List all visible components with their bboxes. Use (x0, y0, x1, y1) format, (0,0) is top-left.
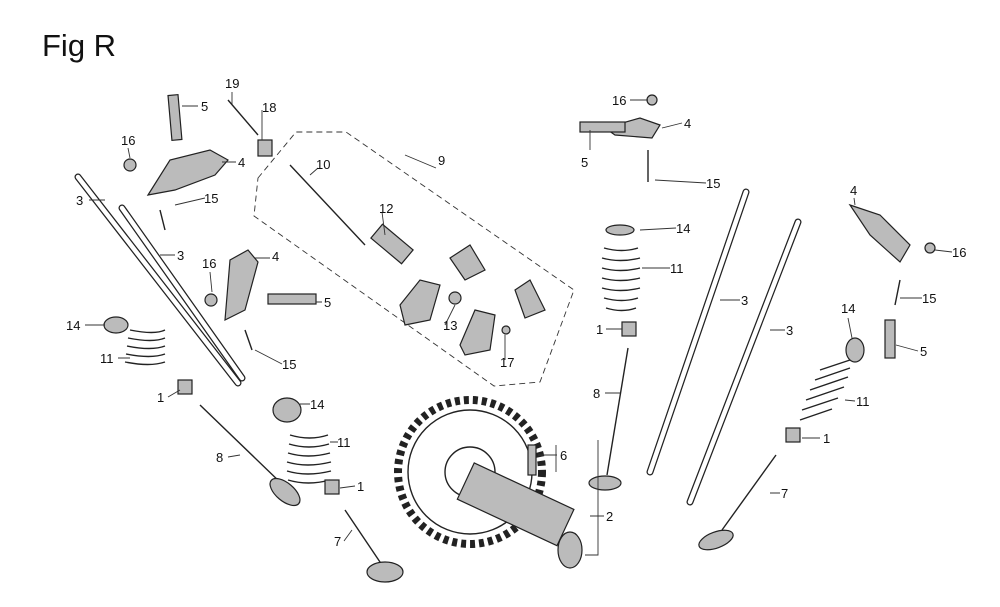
callout-19: 19 (225, 76, 239, 91)
callout-9: 9 (438, 153, 445, 168)
callout-3: 3 (786, 323, 793, 338)
rocker-arm-right (848, 203, 911, 263)
retainer-left (103, 316, 129, 334)
rocker-13-b (459, 309, 496, 356)
valve-right-2 (698, 454, 777, 551)
callout-1: 1 (823, 431, 830, 446)
valve-left-2 (344, 509, 404, 583)
callout-3: 3 (177, 248, 184, 263)
valve-spring-right-2 (799, 359, 851, 421)
pivot-pin-mid (267, 293, 317, 305)
callout-16: 16 (612, 93, 626, 108)
callout-11: 11 (856, 394, 870, 409)
callout-14: 14 (310, 397, 324, 412)
pivot-pin-top-right (579, 121, 626, 133)
callout-5: 5 (920, 344, 927, 359)
retainer-right-2 (845, 337, 865, 363)
callout-2: 2 (606, 509, 613, 524)
collet-right-2 (785, 427, 801, 443)
callout-11: 11 (337, 435, 351, 450)
adjust-screw-right (894, 279, 901, 306)
rocker-assembly-outline (253, 131, 575, 387)
leader-lines (85, 92, 953, 556)
figure-title: Fig R (42, 28, 117, 63)
bolt-19 (227, 99, 259, 136)
pivot-pin-top-left (167, 94, 183, 142)
rocker-13-c (449, 244, 486, 281)
callout-4: 4 (850, 183, 857, 198)
callout-16: 16 (121, 133, 135, 148)
callout-14: 14 (841, 301, 855, 316)
nut-16-top-right (646, 94, 658, 106)
adjust-screw-mid (244, 329, 253, 351)
spring-13 (448, 291, 462, 305)
callout-7: 7 (334, 534, 341, 549)
callout-6: 6 (560, 448, 567, 463)
valve-spring-left (124, 329, 166, 366)
callout-1: 1 (357, 479, 364, 494)
valve-left (199, 404, 301, 507)
retainer-center (272, 397, 302, 423)
callout-5: 5 (324, 295, 331, 310)
callout-11: 11 (100, 351, 114, 366)
callout-15: 15 (204, 191, 218, 206)
nut-16-right (924, 242, 936, 254)
rocker-13-d (514, 279, 546, 319)
callout-1: 1 (596, 322, 603, 337)
callout-12: 12 (379, 201, 393, 216)
valve-spring-right-1 (601, 247, 641, 312)
callout-4: 4 (684, 116, 691, 131)
callout-3: 3 (741, 293, 748, 308)
callout-7: 7 (781, 486, 788, 501)
retainer-right-1 (605, 224, 635, 236)
collet-right-1 (621, 321, 637, 337)
callout-17: 17 (500, 355, 514, 370)
valve-spring-center (286, 434, 332, 484)
callout-15: 15 (282, 357, 296, 372)
washer-17 (501, 325, 511, 335)
adjust-screw-left (159, 209, 166, 231)
pushrod-right-2 (686, 218, 802, 506)
callout-8: 8 (593, 386, 600, 401)
decompressor-6 (527, 444, 537, 476)
callout-4: 4 (238, 155, 245, 170)
pivot-pin-right (884, 319, 896, 359)
nut-16-mid (204, 293, 218, 307)
callout-16: 16 (952, 245, 966, 260)
valve-right (588, 347, 629, 491)
callout-4: 4 (272, 249, 279, 264)
callout-3: 3 (76, 193, 83, 208)
spacer-12 (370, 223, 414, 265)
pushrod-left-1 (74, 173, 242, 387)
camshaft-gear (394, 396, 583, 569)
callout-14: 14 (676, 221, 690, 236)
rocker-arm-top-right (603, 117, 661, 139)
callout-18: 18 (262, 100, 276, 115)
callout-8: 8 (216, 450, 223, 465)
rocker-arm-top-left (146, 149, 229, 196)
rocker-13-a (399, 279, 441, 326)
callout-15: 15 (922, 291, 936, 306)
callout-11: 11 (670, 261, 684, 276)
pushrod-left-2 (118, 204, 246, 382)
callout-16: 16 (202, 256, 216, 271)
callout-13: 13 (443, 318, 457, 333)
callout-5: 5 (581, 155, 588, 170)
collet-center (324, 479, 340, 495)
callout-15: 15 (706, 176, 720, 191)
pushrod-right-1 (646, 188, 750, 476)
collet-left (177, 379, 193, 395)
callout-5: 5 (201, 99, 208, 114)
collar-18 (257, 139, 273, 157)
callout-10: 10 (316, 157, 330, 172)
nut-16-left (123, 158, 137, 172)
rocker-arm-mid-left (224, 249, 259, 322)
callout-14: 14 (66, 318, 80, 333)
rocker-shaft-10 (289, 164, 366, 246)
callout-1: 1 (157, 390, 164, 405)
